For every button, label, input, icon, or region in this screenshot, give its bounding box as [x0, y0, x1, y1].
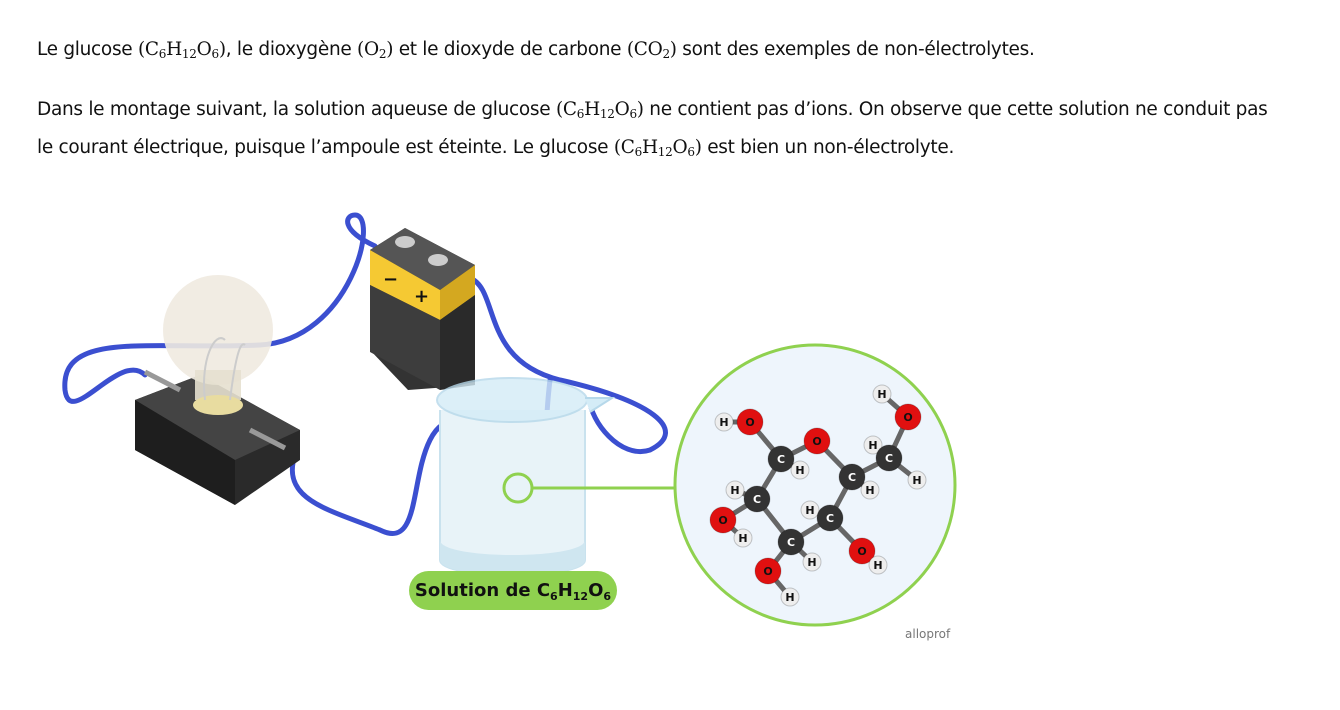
- atom-h: H: [907, 470, 927, 490]
- atom-o: O: [736, 408, 764, 436]
- atom-h: H: [872, 384, 892, 404]
- svg-text:O: O: [903, 411, 912, 424]
- atom-c: C: [875, 444, 903, 472]
- chemical-formula: (C6H12O6): [137, 39, 226, 61]
- svg-text:C: C: [826, 512, 834, 525]
- battery: − +: [370, 228, 475, 390]
- atom-c: C: [777, 528, 805, 556]
- atom-h: H: [802, 552, 822, 572]
- svg-text:H: H: [719, 416, 728, 429]
- chemical-formula: (C6H12O6): [613, 137, 702, 159]
- atom-h: H: [780, 587, 800, 607]
- atom-h: H: [725, 480, 745, 500]
- svg-text:H: H: [868, 439, 877, 452]
- svg-text:H: H: [865, 484, 874, 497]
- atom-h: H: [790, 460, 810, 480]
- svg-text:C: C: [787, 536, 795, 549]
- atom-h: H: [868, 555, 888, 575]
- atom-c: C: [743, 485, 771, 513]
- text: et le dioxyde de carbone: [393, 39, 627, 60]
- svg-text:H: H: [877, 388, 886, 401]
- atom-o: O: [709, 506, 737, 534]
- svg-text:O: O: [812, 435, 821, 448]
- atom-c: C: [838, 463, 866, 491]
- intro-paragraph: Le glucose (C6H12O6), le dioxygène (O2) …: [37, 33, 1287, 71]
- text: , le dioxygène: [225, 39, 358, 60]
- svg-text:O: O: [857, 545, 866, 558]
- alloprof-watermark: alloprof: [905, 627, 951, 641]
- svg-text:O: O: [763, 565, 772, 578]
- atom-c: C: [816, 504, 844, 532]
- text: ne contient pas d’ions. On observe que c…: [37, 99, 1268, 158]
- chemical-formula: (CO2): [626, 39, 677, 61]
- chemical-formula: (O2): [357, 39, 394, 61]
- svg-text:O: O: [745, 416, 754, 429]
- light-bulb: [135, 275, 300, 505]
- atom-o: O: [894, 403, 922, 431]
- svg-text:H: H: [912, 474, 921, 487]
- text: Le glucose: [37, 39, 138, 60]
- battery-plus-sign: +: [414, 286, 429, 307]
- solution-label: Solution de C6H12O6: [409, 571, 617, 610]
- beaker: [436, 377, 616, 576]
- svg-text:H: H: [795, 464, 804, 477]
- svg-text:C: C: [753, 493, 761, 506]
- text: sont des exemples de non-électrolytes.: [676, 39, 1035, 60]
- atom-o: O: [803, 427, 831, 455]
- svg-text:C: C: [848, 471, 856, 484]
- svg-text:H: H: [785, 591, 794, 604]
- atom-c: C: [767, 445, 795, 473]
- atom-h: H: [863, 435, 883, 455]
- atom-o: O: [848, 537, 876, 565]
- svg-text:H: H: [805, 504, 814, 517]
- svg-text:H: H: [738, 532, 747, 545]
- atom-o: O: [754, 557, 782, 585]
- svg-text:H: H: [873, 559, 882, 572]
- text: Dans le montage suivant, la solution aqu…: [37, 99, 556, 120]
- atom-h: H: [800, 500, 820, 520]
- svg-text:H: H: [730, 484, 739, 497]
- chemical-formula: (C6H12O6): [555, 99, 644, 121]
- svg-text:C: C: [885, 452, 893, 465]
- text: est bien un non-électrolyte.: [701, 137, 955, 158]
- svg-text:O: O: [718, 514, 727, 527]
- atom-h: H: [733, 528, 753, 548]
- svg-text:H: H: [807, 556, 816, 569]
- battery-minus-sign: −: [383, 269, 398, 290]
- atom-h: H: [860, 480, 880, 500]
- svg-text:C: C: [777, 453, 785, 466]
- setup-paragraph: Dans le montage suivant, la solution aqu…: [37, 93, 1287, 169]
- atom-h: H: [714, 412, 734, 432]
